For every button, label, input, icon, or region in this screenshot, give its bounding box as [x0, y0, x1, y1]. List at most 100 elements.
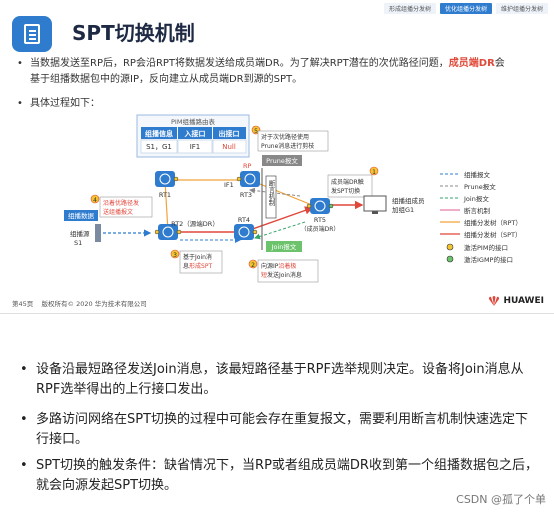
if1-label: IF1 [224, 181, 234, 189]
router-rt1[interactable]: RT1 [155, 171, 175, 199]
huawei-petal-icon [489, 296, 500, 306]
table-cell-group: S1，G1 [146, 143, 172, 151]
router-rt3[interactable]: RT3 [240, 171, 260, 199]
igmp-interface-dot [328, 203, 334, 209]
svg-text:息形成SPT: 息形成SPT [183, 262, 212, 270]
pim-route-table: PIM组播路由表 组播信息 入接口 出接口 S1，G1 IF1 Null [136, 114, 250, 158]
page-title: SPT切换机制 [72, 21, 195, 45]
router-rt5[interactable]: RT5 （成员端DR） [301, 198, 340, 233]
step-3-line-2: 息 [183, 262, 189, 270]
legend-item: 组播报文 [464, 170, 491, 179]
pim-interface-dot [236, 176, 242, 182]
table-header-in: 入接口 [184, 129, 206, 138]
table-caption: PIM组播路由表 [171, 117, 215, 126]
bullet-1: • 当数据发送至RP后，RP会沿RPT将数据发送给成员端DR。为了解决RPT潜在… [17, 58, 505, 85]
computer-icon [363, 195, 387, 212]
pim-interface-dot [154, 229, 160, 235]
link-rt1-rt2 [164, 179, 169, 233]
table-header-group: 组播信息 [145, 129, 173, 138]
divider [0, 313, 554, 314]
note-1-text: 设备沿最短路径发送Join消息，该最短路径基于RPF选举规则决定。设备将Join… [36, 362, 524, 397]
note-3: •SPT切换的触发条件：缺省情况下，当RP或者组成员端DR收到第一个组播数据包之… [20, 458, 538, 493]
assert-box [265, 175, 277, 219]
legend-item: 断言机制 [464, 206, 491, 215]
rt2-label: RT2（源端DR） [171, 219, 219, 228]
step-2-text-a: 向源IP [261, 262, 279, 270]
table-cell-in: IF1 [190, 143, 201, 151]
svg-text:向源IP沿着极: 向源IP沿着极 [261, 262, 296, 270]
step-5-callout: 5 对于次优路径使用 Prune消息进行剪枝 [251, 125, 329, 152]
table-header-out: 出接口 [219, 129, 240, 138]
step-3-line-1: 基于Join消 [183, 253, 212, 261]
step-4-callout: 4 沿着优路径发 送组播报文 [90, 194, 153, 218]
bullet-1-highlight: 成员端DR [448, 58, 495, 69]
router-rt4[interactable]: RT4 [234, 216, 254, 240]
legend: 组播报文 Prune报文 Join报文 断言机制 组播分发树（RPT） 组播分发… [440, 170, 522, 264]
rt3-label: RT3 [240, 191, 252, 199]
nav-tabs: 形成组播分发树 优化组播分发树 维护组播分发树 [383, 3, 548, 14]
rp-label: RP [243, 162, 252, 170]
svg-text:4: 4 [93, 197, 97, 204]
step-1-line-2: 发SPT切换 [331, 187, 360, 195]
group-member: 组播组成员 加组G1 [363, 195, 425, 214]
rt5-sublabel: （成员端DR） [301, 225, 340, 233]
svg-text:5: 5 [254, 128, 258, 135]
footer-copyright: 版权所有© 2020 华为技术有限公司 [41, 300, 147, 308]
source-id: S1 [74, 239, 82, 247]
legend-item: Prune报文 [464, 182, 496, 191]
rt4-label: RT4 [238, 216, 250, 224]
nav-tab-maintain[interactable]: 维护组播分发树 [495, 3, 548, 14]
footer-page: 第45页 [12, 300, 34, 308]
rt1-label: RT1 [159, 191, 171, 199]
svg-text:短发送Join消息: 短发送Join消息 [261, 271, 302, 279]
pim-interface-dot [176, 229, 182, 235]
watermark: CSDN @孤了个单 [456, 493, 546, 506]
notes-section: •设备沿最短路径发送Join消息，该最短路径基于RPF选举规则决定。设备将Joi… [0, 320, 554, 521]
svg-text:2: 2 [251, 262, 255, 269]
svg-text:3: 3 [173, 252, 177, 259]
note-2: •多路访问网络在SPT切换的过程中可能会存在重复报文，需要利用断言机制快速选定下… [20, 412, 529, 447]
data-tag-label: 组播数据 [68, 211, 95, 220]
step-2-callout: 2 向源IP沿着极 短发送Join消息 [248, 259, 319, 283]
huawei-logo: HUAWEI [488, 296, 544, 306]
bullet-2: •具体过程如下： [17, 98, 100, 109]
prune-tag-label: Prune报文 [266, 156, 298, 165]
footer: 第45页 版权所有© 2020 华为技术有限公司 [12, 298, 147, 308]
step-5-line-2: Prune消息进行剪枝 [261, 142, 314, 150]
bullet-2-text: 具体过程如下： [30, 98, 100, 109]
member-sublabel: 加组G1 [392, 205, 414, 214]
multicast-source: 组播数据 组播源 S1 [64, 210, 101, 247]
nav-tab-optimize[interactable]: 优化组播分发树 [439, 3, 492, 14]
prune-tag [262, 155, 302, 166]
step-2-text-b: 短 [261, 271, 267, 279]
note-2-text: 多路访问网络在SPT切换的过程中可能会存在重复报文，需要利用断言机制快速选定下行… [36, 412, 529, 447]
nav-tab-form[interactable]: 形成组播分发树 [383, 3, 436, 14]
step-2-highlight: 沿着极 [278, 262, 296, 270]
step-3-callout: 3 基于Join消 息形成SPT [170, 249, 223, 274]
bullet-1-text-c: 基于组播数据包中的源IP，反向建立从成员端DR到源的SPT。 [30, 74, 303, 85]
svg-text:1: 1 [372, 169, 376, 176]
step-4-line-2: 送组播报文 [103, 208, 133, 216]
link-rt4-rt5 [243, 206, 314, 233]
note-1: •设备沿最短路径发送Join消息，该最短路径基于RPF选举规则决定。设备将Joi… [20, 362, 524, 397]
step-5-line-1: 对于次优路径使用 [261, 133, 309, 141]
step-3-highlight: 形成SPT [189, 262, 212, 270]
pim-interface-dot [252, 229, 258, 235]
member-label: 组播组成员 [392, 196, 425, 205]
step-1-line-1: 成员端DR触 [331, 178, 364, 186]
join-tag [266, 241, 302, 252]
bullet-1-text-b: 会 [494, 58, 505, 69]
link-rt3-rt5 [249, 179, 313, 206]
legend-item: 组播分发树（RPT） [464, 218, 522, 227]
note-3-text: SPT切换的触发条件：缺省情况下，当RP或者组成员端DR收到第一个组播数据包之后… [36, 458, 538, 493]
pim-interface-dot [306, 203, 312, 209]
step-4-line-1: 沿着优路径发 [103, 199, 139, 207]
slide: 形成组播分发树 优化组播分发树 维护组播分发树 SPT切换机制 • 当数据发送至… [0, 3, 554, 314]
router-rt2[interactable]: RT2（源端DR） [158, 219, 219, 240]
legend-item: Join报文 [463, 194, 489, 203]
table-cell-out: Null [222, 143, 236, 151]
assert-label: 断言机制 [267, 179, 275, 208]
rt5-label: RT5 [314, 216, 326, 224]
brand-name: HUAWEI [503, 296, 544, 306]
flow-join [254, 221, 306, 240]
